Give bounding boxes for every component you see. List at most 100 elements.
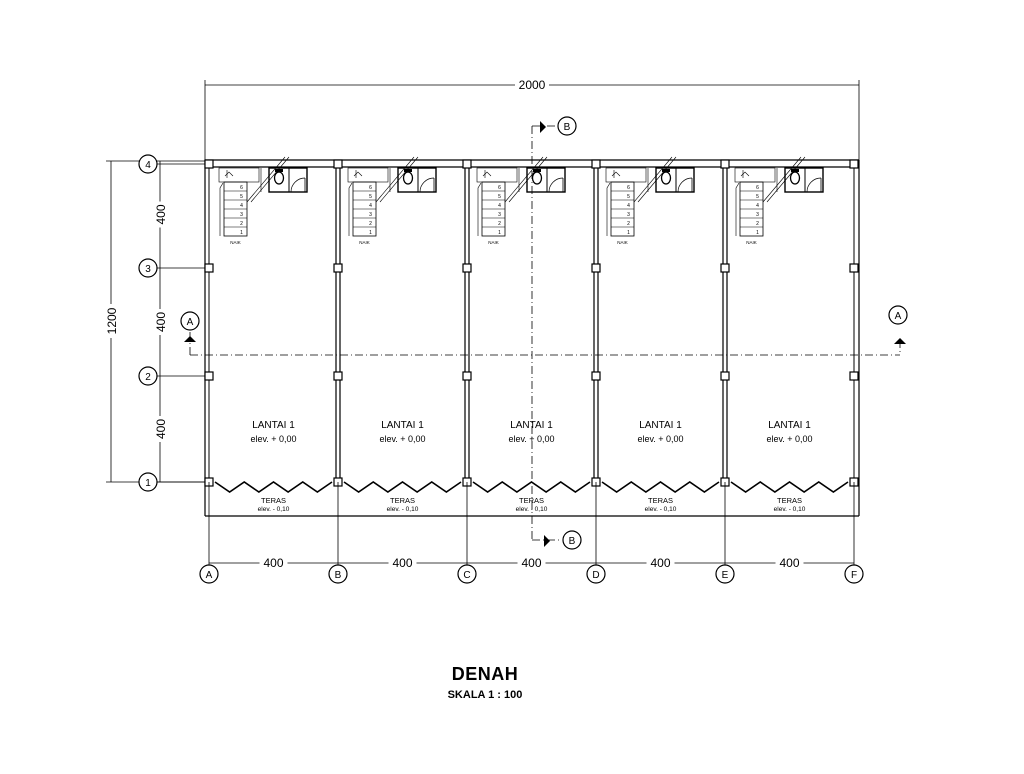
stair-step-number: 1 bbox=[240, 230, 243, 236]
stair-break-line bbox=[633, 156, 673, 203]
stair-handrail bbox=[219, 182, 224, 236]
stair-step-number: 6 bbox=[498, 185, 501, 191]
stair-step-number: 2 bbox=[756, 221, 759, 227]
section-arrow-icon bbox=[184, 336, 196, 342]
room-elevation: elev. + 0,00 bbox=[250, 434, 296, 444]
structural-column bbox=[849, 159, 859, 169]
room-label: LANTAI 1 bbox=[510, 420, 553, 431]
stair-step-number: 4 bbox=[756, 203, 759, 209]
grid-label-col: F bbox=[851, 570, 857, 581]
door-swing-icon bbox=[290, 177, 306, 193]
grid-label-col: D bbox=[592, 570, 599, 581]
door-swing-icon bbox=[677, 177, 693, 193]
structural-column bbox=[204, 371, 214, 381]
grid-bubble-col bbox=[715, 564, 735, 584]
grid-bubble-row bbox=[138, 258, 158, 278]
structural-column bbox=[333, 159, 343, 169]
structural-column bbox=[204, 159, 214, 169]
stair-break-line bbox=[508, 156, 548, 203]
stair-step-number: 6 bbox=[627, 185, 630, 191]
terrace-elevation: elev. - 0,10 bbox=[258, 506, 290, 513]
dim-label-bg bbox=[775, 557, 804, 569]
toilet-tank-icon bbox=[533, 169, 541, 172]
stair-step-number: 1 bbox=[498, 230, 501, 236]
terrace-elevation: elev. - 0,10 bbox=[645, 506, 677, 513]
dim-row-depth: 400 bbox=[154, 204, 168, 224]
bathroom-walls bbox=[526, 167, 566, 193]
grid-bubble-col bbox=[457, 564, 477, 584]
dim-bay-width: 400 bbox=[779, 556, 799, 570]
structural-column bbox=[849, 371, 859, 381]
structural-column bbox=[204, 263, 214, 273]
dim-bay-width: 400 bbox=[650, 556, 670, 570]
structural-column bbox=[849, 263, 859, 273]
toilet-icon bbox=[273, 171, 285, 185]
stair-handrail bbox=[477, 182, 482, 236]
grid-label-row: 4 bbox=[145, 160, 151, 171]
terrace-elevation: elev. - 0,10 bbox=[387, 506, 419, 513]
dim-bay-width: 400 bbox=[521, 556, 541, 570]
stair-break-line bbox=[504, 156, 544, 203]
terrace-elevation: elev. - 0,10 bbox=[516, 506, 548, 513]
section-bubble-a bbox=[888, 305, 908, 325]
stair-step-number: 3 bbox=[627, 212, 630, 218]
stair-arrow-icon bbox=[740, 171, 750, 177]
dim-row-depth: 400 bbox=[154, 312, 168, 332]
folding-door-1 bbox=[214, 481, 333, 493]
dim-label-bg bbox=[104, 304, 118, 338]
section-label-a: A bbox=[895, 311, 902, 322]
stair-step-number: 4 bbox=[627, 203, 630, 209]
toilet-icon bbox=[660, 171, 672, 185]
grid-label-col: E bbox=[722, 570, 729, 581]
room-elevation: elev. + 0,00 bbox=[508, 434, 554, 444]
structural-column bbox=[462, 159, 472, 169]
folding-door-4 bbox=[601, 481, 720, 493]
grid-bubble-col bbox=[844, 564, 864, 584]
toilet-icon bbox=[402, 171, 414, 185]
stair-step-number: 6 bbox=[240, 185, 243, 191]
room-label: LANTAI 1 bbox=[768, 420, 811, 431]
grid-label-col: C bbox=[463, 570, 470, 581]
structural-column bbox=[720, 263, 730, 273]
grid-bubble-col bbox=[586, 564, 606, 584]
bathroom-walls bbox=[397, 167, 437, 193]
stair-step-number: 5 bbox=[498, 194, 501, 200]
structural-column bbox=[720, 371, 730, 381]
stair-landing bbox=[476, 167, 518, 183]
dim-label-bg bbox=[153, 416, 167, 442]
grid-bubble-col bbox=[328, 564, 348, 584]
stair-step-number: 1 bbox=[756, 230, 759, 236]
stair-step-number: 3 bbox=[369, 212, 372, 218]
section-bubble-b bbox=[557, 116, 577, 136]
stair-break-line bbox=[766, 156, 806, 203]
structural-column bbox=[462, 263, 472, 273]
stair-break-line bbox=[762, 156, 802, 203]
stair-arrow-icon bbox=[482, 171, 492, 177]
folding-door-2 bbox=[343, 481, 462, 493]
terrace-label: TERAS bbox=[390, 496, 415, 505]
structural-column bbox=[333, 371, 343, 381]
dim-label-bg bbox=[388, 557, 417, 569]
stair-landing bbox=[734, 167, 776, 183]
stair-step-number: 1 bbox=[627, 230, 630, 236]
room-elevation: elev. + 0,00 bbox=[766, 434, 812, 444]
bathroom-walls bbox=[784, 167, 824, 193]
dim-label-bg bbox=[259, 557, 288, 569]
toilet-tank-icon bbox=[275, 169, 283, 172]
folding-door-5 bbox=[730, 481, 849, 493]
stair-break-line bbox=[246, 156, 286, 203]
grid-label-col: A bbox=[206, 570, 213, 581]
stair-step-number: 2 bbox=[240, 221, 243, 227]
dim-overall-depth: 1200 bbox=[105, 307, 119, 334]
stair-step-number: 3 bbox=[498, 212, 501, 218]
stair-step-number: 5 bbox=[369, 194, 372, 200]
section-bubble-a bbox=[180, 311, 200, 331]
terrace-label: TERAS bbox=[777, 496, 802, 505]
dim-label-bg bbox=[153, 309, 167, 335]
terrace-label: TERAS bbox=[519, 496, 544, 505]
toilet-tank-icon bbox=[662, 169, 670, 172]
section-bubble-b bbox=[562, 530, 582, 550]
